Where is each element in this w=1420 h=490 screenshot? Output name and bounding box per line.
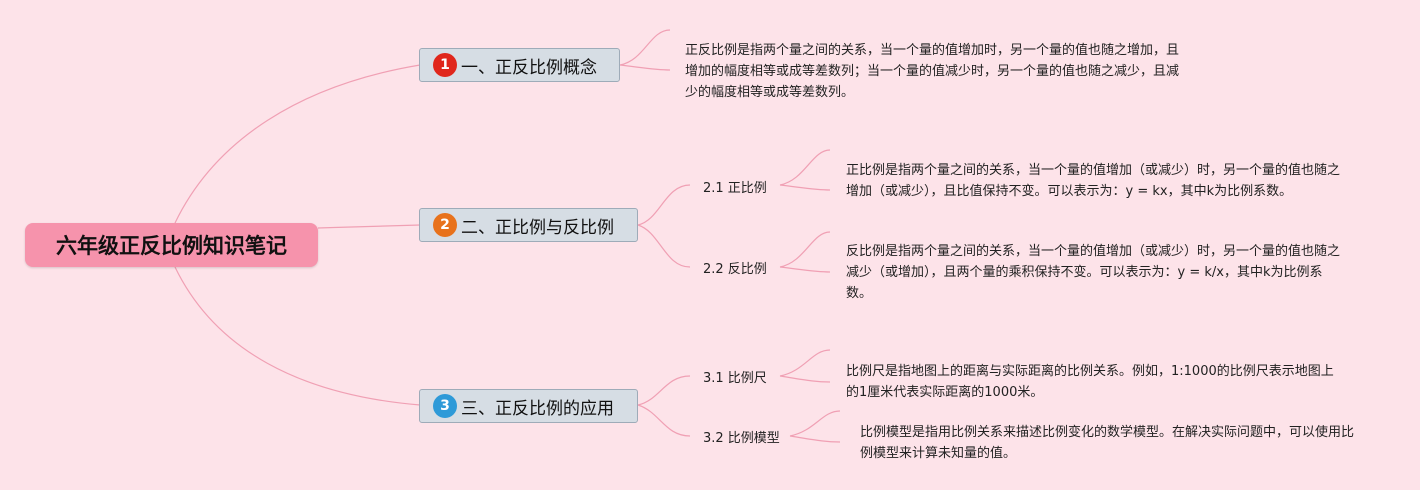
link-branch-1-leaf [619, 29, 671, 71]
link-branch-3-sub-2 [637, 404, 691, 437]
branch-concept[interactable]: 1 一、正反比例概念 [419, 48, 620, 82]
link-branch-2-sub-2 [637, 224, 691, 268]
link-sub-inverse-leaf [779, 231, 831, 273]
link-branch-2-sub-1 [637, 184, 691, 226]
subtopic-inverse-proportion[interactable]: 2.2 反比例 [703, 262, 767, 277]
branch-title: 三、正反比例的应用 [461, 398, 614, 419]
subtopic-proportion-model[interactable]: 3.2 比例模型 [703, 431, 780, 446]
number-badge-icon: 1 [433, 53, 457, 77]
branch-title: 一、正反比例概念 [461, 57, 597, 78]
leaf-concept-text: 正反比例是指两个量之间的关系，当一个量的值增加时，另一个量的值也随之增加，且增加… [685, 43, 1180, 100]
number-badge-icon: 3 [433, 394, 457, 418]
link-root-branch-2 [317, 224, 421, 229]
root-node[interactable]: 六年级正反比例知识笔记 [25, 223, 318, 267]
link-root-branch-3 [174, 266, 421, 406]
subtopic-scale[interactable]: 3.1 比例尺 [703, 371, 767, 386]
branch-title: 二、正比例与反比例 [461, 217, 614, 238]
link-branch-3-sub-1 [637, 375, 691, 406]
leaf-inverse-text: 反比例是指两个量之间的关系，当一个量的值增加（或减少）时，另一个量的值也随之减少… [846, 244, 1341, 301]
leaf-model-text: 比例模型是指用比例关系来描述比例变化的数学模型。在解决实际问题中，可以使用比例模… [860, 425, 1355, 461]
link-sub-model-leaf [789, 410, 841, 443]
root-title: 六年级正反比例知识笔记 [56, 234, 287, 258]
leaf-scale-text: 比例尺是指地图上的距离与实际距离的比例关系。例如，1:1000的比例尺表示地图上… [846, 364, 1334, 400]
branch-application[interactable]: 3 三、正反比例的应用 [419, 389, 638, 423]
link-sub-scale-leaf [779, 349, 831, 383]
leaf-direct-text: 正比例是指两个量之间的关系，当一个量的值增加（或减少）时，另一个量的值也随之增加… [846, 163, 1341, 199]
number-badge-icon: 2 [433, 213, 457, 237]
subtopic-direct-proportion[interactable]: 2.1 正比例 [703, 181, 767, 196]
link-sub-direct-leaf [779, 149, 831, 191]
branch-direct-inverse[interactable]: 2 二、正比例与反比例 [419, 208, 638, 242]
link-root-branch-1 [174, 64, 421, 224]
